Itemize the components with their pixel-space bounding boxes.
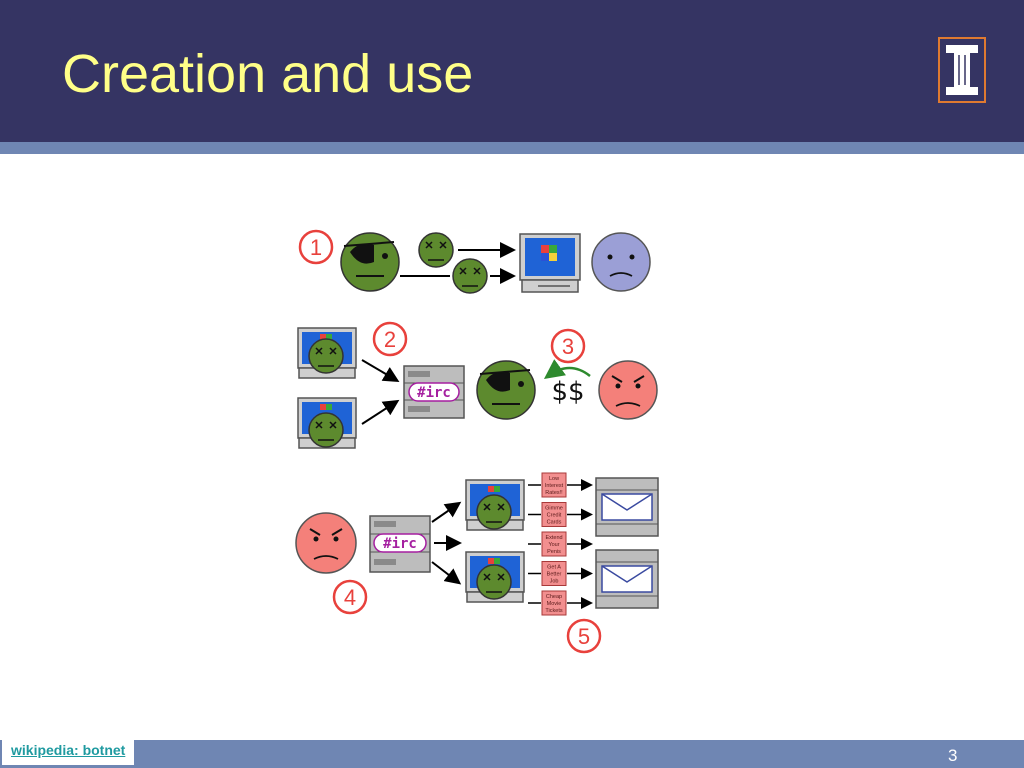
zombie-face-icon bbox=[452, 258, 488, 294]
slide-title: Creation and use bbox=[62, 44, 474, 104]
step-3-marker: 3 bbox=[550, 328, 586, 364]
spam-message-text: Cheap bbox=[546, 594, 562, 600]
arrow-2a bbox=[361, 359, 400, 383]
spam-message-text: Job bbox=[550, 579, 559, 585]
step-4-number: 4 bbox=[344, 585, 356, 610]
mail-server-icon bbox=[595, 477, 659, 537]
step-5-marker: 5 bbox=[566, 618, 602, 654]
attacker-face-icon bbox=[476, 360, 536, 420]
slide-footer bbox=[0, 740, 1024, 768]
spam-message-box bbox=[541, 590, 567, 616]
source-link[interactable]: wikipedia: botnet bbox=[2, 737, 135, 765]
step-2-marker: 2 bbox=[372, 321, 408, 357]
spam-message-text: Credit bbox=[547, 513, 562, 519]
irc-label: #irc bbox=[417, 385, 451, 401]
arrow-2b bbox=[361, 399, 400, 425]
step-3-number: 3 bbox=[562, 334, 574, 359]
payment-label: $$ bbox=[551, 377, 584, 407]
step-1-number: 1 bbox=[310, 235, 322, 260]
spam-message-box bbox=[541, 472, 567, 498]
victim-face-icon bbox=[591, 232, 651, 292]
zombie-face-icon bbox=[418, 232, 454, 268]
step-2-number: 2 bbox=[384, 327, 396, 352]
spam-message-text: Extend bbox=[545, 535, 562, 541]
spam-message-text: Your bbox=[548, 542, 559, 548]
spammer-face-icon bbox=[295, 512, 357, 574]
payment-arrow bbox=[543, 359, 591, 379]
header-stripe bbox=[0, 142, 1024, 154]
step-5-number: 5 bbox=[578, 624, 590, 649]
zombie-computer-icon bbox=[297, 397, 357, 449]
victim-computer-icon bbox=[519, 233, 581, 293]
spam-message-text: Get A bbox=[547, 565, 561, 571]
spam-message-text: Rates!! bbox=[545, 490, 563, 496]
spam-message-text: Better bbox=[547, 572, 562, 578]
step-1-marker: 1 bbox=[298, 229, 334, 265]
irc-server-icon: #irc bbox=[369, 515, 431, 573]
arrow-4a bbox=[431, 501, 462, 523]
spam-message-text: Interest bbox=[545, 483, 564, 489]
university-column-logo-icon bbox=[946, 45, 978, 95]
attacker-face-icon bbox=[340, 232, 400, 292]
spam-message-box bbox=[541, 561, 567, 586]
university-logo bbox=[938, 37, 986, 103]
arrow-4c bbox=[431, 561, 462, 585]
slide-header bbox=[0, 0, 1024, 142]
zombie-computer-icon bbox=[465, 551, 525, 603]
page-number: 3 bbox=[948, 746, 958, 765]
spam-message-text: Tickets bbox=[545, 608, 562, 614]
spam-message-box bbox=[541, 531, 567, 557]
spam-message-text: Low bbox=[549, 476, 559, 482]
spam-message-text: Penis bbox=[547, 549, 561, 555]
spam-message-text: Movie bbox=[547, 601, 562, 607]
mail-server-icon bbox=[595, 549, 659, 609]
irc-server-icon: #irc bbox=[403, 365, 465, 419]
spam-message-text: Gimme bbox=[545, 506, 563, 512]
spam-message-box bbox=[541, 502, 567, 527]
step-4-marker: 4 bbox=[332, 579, 368, 615]
zombie-computer-icon bbox=[297, 327, 357, 379]
spammer-face-icon bbox=[598, 360, 658, 420]
irc-label: #irc bbox=[383, 536, 417, 552]
zombie-computer-icon bbox=[465, 479, 525, 531]
botnet-diagram: 1 bbox=[295, 229, 659, 654]
spam-message-text: Cards bbox=[547, 520, 562, 526]
